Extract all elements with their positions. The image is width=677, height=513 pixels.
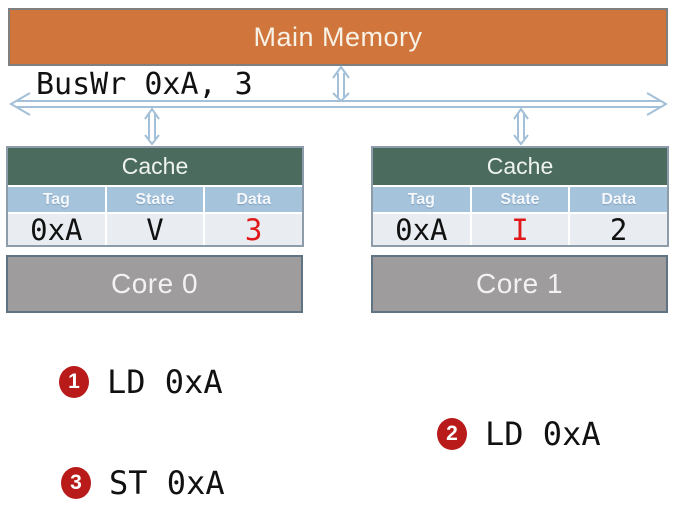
cache1-cell-tag: 0xA: [373, 213, 470, 247]
cache0-data-row: 0xA V 3: [8, 212, 302, 247]
cache0-table: Cache Tag State Data 0xA V 3: [6, 146, 304, 247]
cache1-title: Cache: [373, 148, 667, 185]
cache1-bus-connector-arrow: [513, 107, 529, 146]
cache1-header-row: Tag State Data: [373, 185, 667, 212]
step3-label: ST 0xA: [109, 464, 225, 502]
step-row-2: 2 LD 0xA: [437, 415, 601, 453]
core0-label: Core 0: [110, 268, 199, 299]
cache1-cell-data: 2: [570, 213, 667, 247]
step1-label: LD 0xA: [107, 363, 223, 401]
cache0-column-header-data: Data: [205, 187, 302, 212]
cache1-cell-state: I: [471, 213, 569, 247]
cache0-header-row: Tag State Data: [8, 185, 302, 212]
core1-label: Core 1: [475, 268, 564, 299]
step1-number-badge: 1: [59, 366, 89, 398]
cache1-column-header-data: Data: [570, 187, 667, 212]
cache1-column-header-state: State: [471, 187, 569, 212]
main-memory-label: Main Memory: [253, 21, 423, 52]
bus-message-label: BusWr 0xA, 3: [36, 67, 253, 102]
step-row-3: 3 ST 0xA: [61, 464, 225, 502]
step2-label: LD 0xA: [485, 415, 601, 453]
cache0-column-header-state: State: [106, 187, 204, 212]
step2-number-badge: 2: [437, 418, 467, 450]
cache1-table: Cache Tag State Data 0xA I 2: [371, 146, 669, 247]
cache0-cell-tag: 0xA: [8, 213, 105, 247]
cache0-bus-connector-arrow: [144, 107, 160, 146]
memory-bus-connector-arrow: [332, 65, 350, 103]
cache1-data-row: 0xA I 2: [373, 212, 667, 247]
cache1-column-header-tag: Tag: [373, 187, 470, 212]
core0-box: Core 0: [6, 255, 303, 313]
step-row-1: 1 LD 0xA: [59, 363, 223, 401]
core1-box: Core 1: [371, 255, 668, 313]
cache0-title: Cache: [8, 148, 302, 185]
cache0-cell-data: 3: [205, 213, 302, 247]
cache0-column-header-tag: Tag: [8, 187, 105, 212]
main-memory-box: Main Memory: [8, 8, 668, 66]
cache0-cell-state: V: [106, 213, 204, 247]
step3-number-badge: 3: [61, 467, 91, 499]
